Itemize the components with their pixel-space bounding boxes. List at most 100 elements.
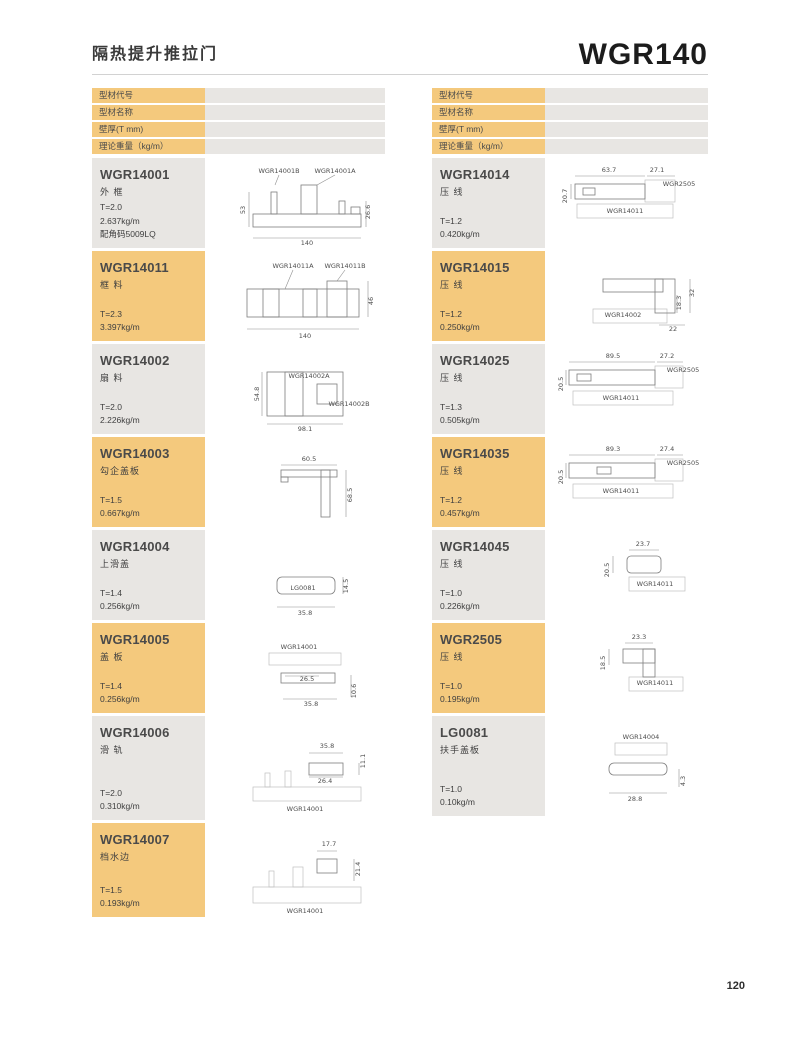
spacer <box>440 291 539 308</box>
profile-code: WGR14007 <box>100 832 170 847</box>
profile-outline <box>326 280 348 318</box>
profile-outline <box>576 373 592 382</box>
profile-weight: 0.256kg/m <box>100 600 140 611</box>
profile-name: 压 线 <box>440 559 464 569</box>
profile-weight: 0.457kg/m <box>440 507 480 518</box>
profile-weight: 2.226kg/m <box>100 414 140 425</box>
dimension-label: WGR14001 <box>287 805 324 813</box>
dimension-label: 35.8 <box>320 742 334 750</box>
profile-name: 勾企盖板 <box>100 466 141 476</box>
dimension-label: 17.7 <box>322 840 336 848</box>
dimension-label: 23.3 <box>632 633 646 641</box>
profile-weight: 0.667kg/m <box>100 507 140 518</box>
profile-code: WGR14015 <box>440 260 510 275</box>
profile-outline <box>654 278 676 314</box>
profile-outline <box>308 762 344 776</box>
context-profile-outline <box>628 676 684 692</box>
dimension-line <box>274 174 280 186</box>
profile-thickness: T=1.4 <box>100 587 122 598</box>
dimension-label: 89.5 <box>606 352 620 360</box>
profile-code: WGR14001 <box>100 167 170 182</box>
profile-outline <box>568 462 656 479</box>
dimension-label: 27.4 <box>660 445 674 453</box>
dimension-label: 20.7 <box>561 189 569 203</box>
dimension-label: 23.7 <box>636 540 650 548</box>
dimension-label: 10.6 <box>350 684 358 698</box>
dimension-label: 20.5 <box>557 470 565 484</box>
profile-code: WGR2505 <box>440 632 503 647</box>
profile-weight: 2.637kg/m <box>100 215 140 226</box>
dimension-label: LG0081 <box>290 584 315 592</box>
table-header-label: 型材名称 <box>432 105 545 120</box>
spacer <box>440 663 539 680</box>
dimension-label: WGR14011 <box>603 487 640 495</box>
table-header-row: 壁厚(T mm) <box>432 122 708 137</box>
profile-outline <box>642 648 656 678</box>
dimension-label: 54.8 <box>253 387 261 401</box>
profile-outline <box>316 858 338 874</box>
table-header-row: 型材代号 <box>432 88 708 103</box>
context-profile-outline <box>576 203 674 219</box>
table-header-row: 型材名称 <box>92 105 385 120</box>
dimension-label: 11.1 <box>359 754 367 768</box>
profile-code: WGR14005 <box>100 632 170 647</box>
profile-outline <box>338 200 346 215</box>
dimension-label: WGR14011A <box>272 262 314 270</box>
dimension-label: 20.5 <box>603 563 611 577</box>
dimension-label: 68.5 <box>346 488 354 502</box>
profile-name: 盖 板 <box>100 652 124 662</box>
dimension-label: 140 <box>299 332 311 340</box>
profile-drawing: 60.568.5 <box>280 455 354 518</box>
profile-thickness: T=2.0 <box>100 787 122 798</box>
context-profile-outline <box>268 652 342 666</box>
profile-weight: 0.250kg/m <box>440 321 480 332</box>
context-profile-outline <box>252 886 362 904</box>
profile-thickness: T=2.3 <box>100 308 122 319</box>
context-profile-outline <box>592 308 668 324</box>
profile-thickness: T=1.3 <box>440 401 462 412</box>
dimension-label: WGR2505 <box>667 459 700 467</box>
dimension-label: WGR2505 <box>667 366 700 374</box>
profile-outline <box>280 476 289 483</box>
table-header-fill <box>545 122 708 137</box>
dimension-label: WGR14011B <box>324 262 365 270</box>
dimension-label: 98.1 <box>298 425 312 433</box>
dimension-label: WGR14011 <box>637 679 674 687</box>
profile-thickness: T=1.2 <box>440 308 462 319</box>
profile-name: 压 线 <box>440 466 464 476</box>
dimension-label: WGR14011 <box>637 580 674 588</box>
profile-name: 压 线 <box>440 280 464 290</box>
spacer <box>100 663 199 680</box>
profile-outline <box>596 466 612 475</box>
dimension-label: WGR14011 <box>603 394 640 402</box>
dimension-label: WGR14001B <box>258 167 299 175</box>
context-profile-outline <box>628 576 686 592</box>
spacer <box>440 384 539 401</box>
context-profile-outline <box>572 390 674 406</box>
profile-code: WGR14014 <box>440 167 510 182</box>
dimension-label: 63.7 <box>602 166 616 174</box>
